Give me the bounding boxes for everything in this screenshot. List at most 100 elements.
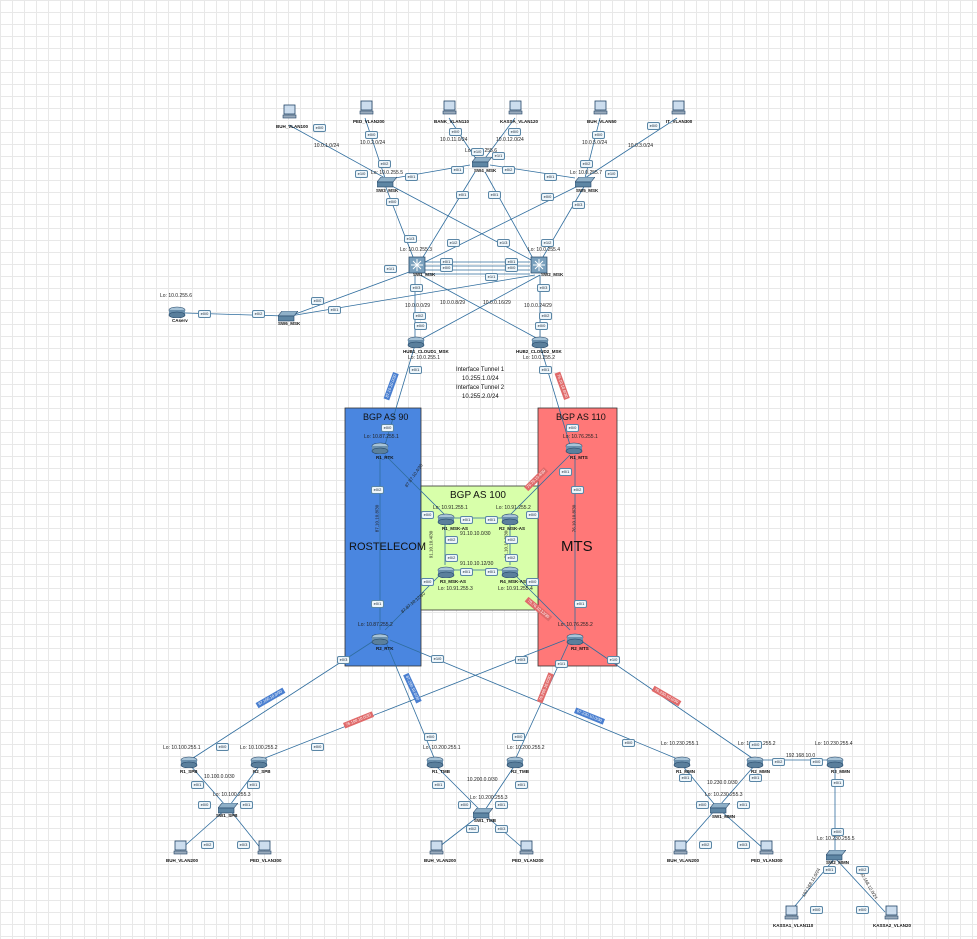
- loopback-label: Lo: 10.0.255.7: [570, 170, 602, 176]
- port-tag: e0/0: [365, 131, 378, 139]
- port-tag: e0/0: [386, 198, 399, 206]
- switch-icon[interactable]: [825, 848, 847, 866]
- router-icon[interactable]: [501, 512, 519, 530]
- network-label: 91.10.10.12/30: [460, 561, 494, 567]
- device-label: R3_MMN: [831, 769, 851, 774]
- router-icon[interactable]: [437, 512, 455, 530]
- port-tag: e0/1: [460, 516, 473, 524]
- device-label: BUH_VLAN200: [166, 858, 199, 863]
- as-title-mts: BGP AS 110: [556, 412, 606, 422]
- port-tag: e0/1: [191, 781, 204, 789]
- network-label: 10.0.12.0/24: [496, 137, 524, 143]
- port-tag: e0/0: [526, 511, 539, 519]
- port-tag: e0/2: [502, 166, 515, 174]
- pc-icon[interactable]: [507, 100, 523, 121]
- switch-icon[interactable]: [709, 801, 731, 819]
- router-icon[interactable]: [506, 755, 524, 773]
- pc-icon[interactable]: [256, 840, 272, 861]
- device-label: BUH_VLAN50: [587, 119, 617, 124]
- network-label: 10.0.1.0/24: [314, 143, 340, 149]
- loopback-label: Lo: 10.230.255.1: [661, 741, 699, 747]
- device-label: R4_MSK-AS: [500, 579, 527, 584]
- pc-icon[interactable]: [758, 840, 774, 861]
- switch-icon[interactable]: [471, 155, 493, 173]
- router-icon[interactable]: [501, 565, 519, 583]
- pc-icon[interactable]: [441, 100, 457, 121]
- loopback-label: Lo: 10.200.255.3: [470, 795, 508, 801]
- router-icon[interactable]: [746, 755, 764, 773]
- port-tag: e1/0: [355, 170, 368, 178]
- loopback-label: Lo: 10.230.255.3: [705, 792, 743, 798]
- loopback-label: Lo: 10.76.255.1: [563, 434, 598, 440]
- router-icon[interactable]: [250, 755, 268, 773]
- switch-icon[interactable]: [217, 801, 239, 819]
- port-tag: e0/2: [371, 486, 384, 494]
- pc-icon[interactable]: [783, 905, 799, 926]
- loopback-label: Lo: 10.100.255.2: [240, 745, 278, 751]
- loopback-label: Lo: 10.87.255.2: [358, 622, 393, 628]
- pc-icon[interactable]: [592, 100, 608, 121]
- device-label: SW4_MSK: [474, 168, 497, 173]
- router-icon[interactable]: [437, 565, 455, 583]
- device-label: CAserv: [172, 318, 188, 323]
- router-icon[interactable]: [826, 755, 844, 773]
- loopback-label: Lo: 10.100.255.1: [163, 745, 201, 751]
- router-icon[interactable]: [371, 441, 389, 459]
- device-label: R1_MSK-AS: [442, 526, 469, 531]
- port-tag: e0/0: [749, 741, 762, 749]
- router-icon[interactable]: [565, 441, 583, 459]
- router-icon[interactable]: [168, 305, 186, 323]
- device-label: SW2_MSK: [541, 272, 564, 277]
- router-icon[interactable]: [407, 335, 425, 353]
- as-name-rostelecom: ROSTELECOM: [349, 541, 427, 553]
- l3-switch-icon[interactable]: [408, 256, 426, 279]
- port-tag: e0/3: [237, 841, 250, 849]
- port-tag: e0/1: [559, 468, 572, 476]
- pc-icon[interactable]: [518, 840, 534, 861]
- loopback-label: Lo: 10.91.255.4: [498, 586, 533, 592]
- pc-icon[interactable]: [428, 840, 444, 861]
- pc-icon[interactable]: [172, 840, 188, 861]
- device-label: R1_TMB: [432, 769, 451, 774]
- port-tag: e0/0: [505, 264, 518, 272]
- port-tag: e0/2: [201, 841, 214, 849]
- pc-icon[interactable]: [670, 100, 686, 121]
- device-label: R2_SPB: [253, 769, 271, 774]
- port-tag: e0/1: [485, 568, 498, 576]
- pc-icon[interactable]: [883, 905, 899, 926]
- port-tag: e0/1: [485, 516, 498, 524]
- port-tag: e0/2: [571, 486, 584, 494]
- device-label: KASSA1_VLAN110: [773, 923, 814, 928]
- device-label: HUB1_CLOUD1_MSK: [403, 349, 449, 354]
- router-icon[interactable]: [426, 755, 444, 773]
- port-tag: e0/2: [580, 160, 593, 168]
- pc-icon[interactable]: [281, 104, 297, 125]
- port-tag: e0/0: [856, 906, 869, 914]
- l3-switch-icon[interactable]: [530, 256, 548, 279]
- tunnel-2-network: 10.255.2.0/24: [462, 394, 499, 400]
- port-tag: e0/1: [515, 781, 528, 789]
- port-tag: e0/0: [421, 578, 434, 586]
- switch-icon[interactable]: [376, 175, 398, 193]
- router-icon[interactable]: [566, 632, 584, 650]
- router-icon[interactable]: [180, 755, 198, 773]
- switch-icon[interactable]: [277, 309, 299, 327]
- as-title-rostelecom: BGP AS 90: [363, 412, 409, 422]
- port-tag: e0/1: [328, 306, 341, 314]
- network-label: 10.0.0.8/29: [440, 300, 466, 306]
- port-tag: e0/0: [526, 578, 539, 586]
- loopback-label: Lo: 10.87.255.1: [364, 434, 399, 440]
- port-tag: e0/0: [381, 424, 394, 432]
- device-label: KASSA_VLAN120: [500, 119, 539, 124]
- pc-icon[interactable]: [672, 840, 688, 861]
- port-tag: e0/1: [405, 173, 418, 181]
- pc-icon[interactable]: [358, 100, 374, 121]
- router-icon[interactable]: [673, 755, 691, 773]
- as-name-mts: MTS: [561, 538, 593, 555]
- switch-icon[interactable]: [574, 175, 596, 193]
- router-icon[interactable]: [531, 335, 549, 353]
- switch-icon[interactable]: [472, 806, 494, 824]
- router-icon[interactable]: [371, 632, 389, 650]
- loopback-label: Lo: 10.200.255.1: [423, 745, 461, 751]
- port-tag: e0/3: [515, 656, 528, 664]
